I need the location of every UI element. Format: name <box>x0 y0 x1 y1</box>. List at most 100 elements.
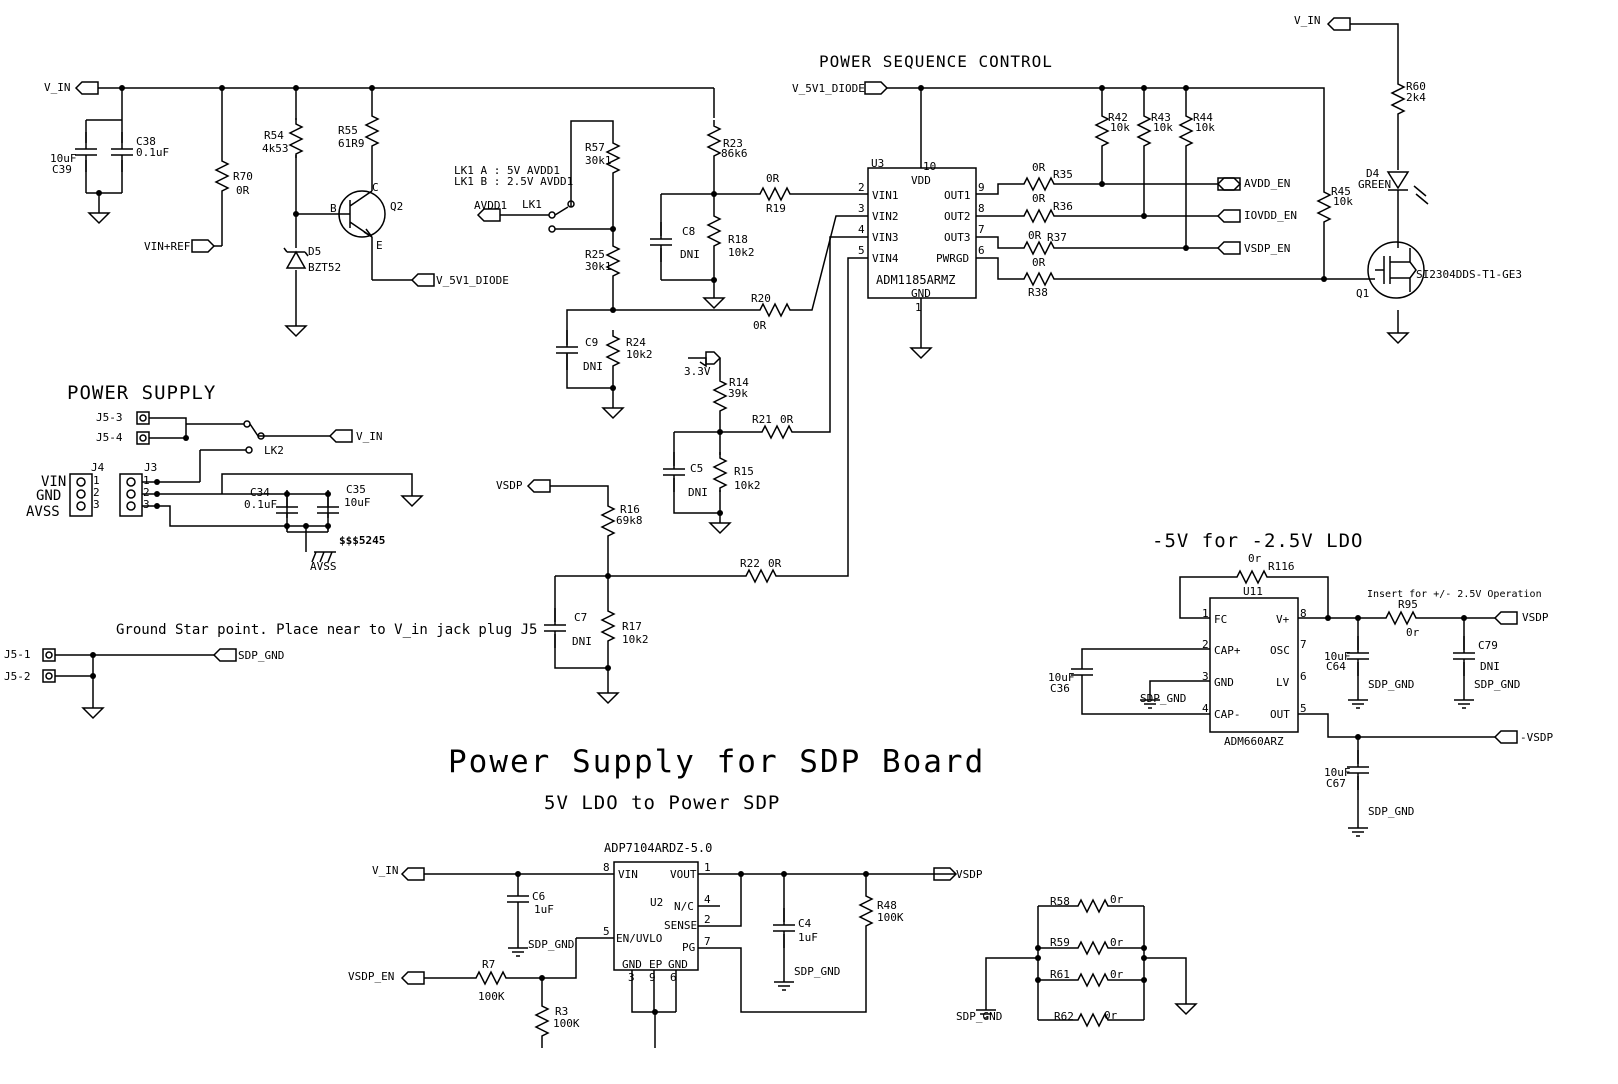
u3-pin-out2: OUT2 <box>944 210 971 223</box>
j5-1-pad <box>42 648 56 662</box>
u2-pin-gnd1: GND <box>622 958 642 971</box>
u11-pin-lv: LV <box>1276 676 1290 689</box>
lk1-note-a: LK1 A : 5V AVDD1 <box>454 164 560 177</box>
r16-symbol <box>601 499 615 541</box>
junction-dot <box>303 523 309 529</box>
q1-ref: Q1 <box>1356 287 1369 300</box>
lk2-pin <box>257 432 265 440</box>
lk1-pin <box>548 225 556 233</box>
ground-icon <box>82 699 104 719</box>
r43-val: 10k <box>1153 121 1173 134</box>
r38-ref: R38 <box>1028 286 1048 299</box>
r38-symbol <box>1017 272 1059 286</box>
u3-num-out2: 8 <box>978 202 985 215</box>
port-label-vin-ref: VIN+REF <box>144 240 190 253</box>
r54-symbol <box>289 117 303 159</box>
c9-val: DNI <box>583 360 603 373</box>
junction-dot <box>325 491 331 497</box>
u3-num-gnd: 1 <box>915 301 922 314</box>
r14-ref: R14 <box>729 376 749 389</box>
j5-3-pad <box>136 411 150 425</box>
note-ground-star: Ground Star point. Place near to V_in ja… <box>116 622 537 638</box>
r25-ref: R25 <box>585 248 605 261</box>
r42-val: 10k <box>1110 121 1130 134</box>
sdp-ground-icon <box>507 937 529 957</box>
r45-symbol <box>1317 185 1331 227</box>
junction-dot <box>1099 85 1105 91</box>
c67-gnd: SDP_GND <box>1368 805 1414 818</box>
r58-val: 0r <box>1110 893 1124 906</box>
port-vsdp-b <box>1494 611 1518 625</box>
sdp-ground-icon <box>1347 817 1369 837</box>
r48-symbol <box>859 889 873 931</box>
junction-dot <box>1099 181 1105 187</box>
q2-body <box>339 190 373 238</box>
j4-p1: 1 <box>93 474 100 487</box>
c5-val: DNI <box>688 486 708 499</box>
u11-ic <box>1209 597 1299 733</box>
port-vsdp-a <box>527 479 551 493</box>
u2-pin-vin: VIN <box>618 868 638 881</box>
r116-ref: R116 <box>1268 560 1295 573</box>
r35-ref: R35 <box>1053 168 1073 181</box>
title-power-supply: POWER SUPPLY <box>67 382 216 404</box>
junction-dot <box>96 190 102 196</box>
c67-ref: C67 <box>1326 777 1346 790</box>
q2-c: C <box>372 181 379 194</box>
c39-symbol <box>74 131 98 173</box>
u11-num-capp: 2 <box>1202 638 1209 651</box>
r70-wire <box>214 88 223 247</box>
port-v-in-top <box>1327 17 1351 31</box>
j4-connector <box>69 473 93 517</box>
port-v-in <box>75 81 99 95</box>
c67-val: 10uF <box>1324 766 1351 779</box>
c8-ref: C8 <box>682 225 695 238</box>
port-v-in-u2 <box>401 867 425 881</box>
junction-dot <box>1035 945 1041 951</box>
junction-dot <box>652 1009 658 1015</box>
c36-symbol <box>1071 666 1093 678</box>
r15-ref: R15 <box>734 465 754 478</box>
junction-dot <box>119 85 125 91</box>
r57-ref: R57 <box>585 141 605 154</box>
pullup-wires <box>1101 88 1187 248</box>
d5-ref: D5 <box>308 245 321 258</box>
c64-ref: C64 <box>1326 660 1346 673</box>
r21-symbol <box>755 425 797 439</box>
r57-val: 30k1 <box>585 154 612 167</box>
port-label-v-in-ps: V_IN <box>356 430 383 443</box>
ground-icon <box>285 317 307 337</box>
c4-ref: C4 <box>798 917 812 930</box>
u11-ref: U11 <box>1243 585 1263 598</box>
u11-num-capm: 4 <box>1202 702 1209 715</box>
u2-pin-en: EN/UVLO <box>616 932 662 945</box>
u2-num-ep: 9 <box>649 971 656 984</box>
avss-label: AVSS <box>310 560 337 573</box>
u11-gnd-label: SDP_GND <box>1140 692 1186 705</box>
r22-val: 0R <box>768 557 782 570</box>
r20-symbol <box>753 303 795 317</box>
c6-symbol <box>507 893 529 905</box>
c36-ref: C36 <box>1050 682 1070 695</box>
r17-symbol <box>601 604 615 646</box>
r18-symbol <box>707 209 721 251</box>
junction-dot <box>219 85 225 91</box>
ground-icon <box>1175 995 1197 1015</box>
u2-num-nc: 4 <box>704 893 711 906</box>
j4-pin <box>76 501 86 511</box>
c35-val: 10uF <box>344 496 371 509</box>
junction-dot <box>1141 945 1147 951</box>
c34-val: 0.1uF <box>244 498 277 511</box>
ground-icon <box>709 514 731 534</box>
u2-num-sense: 2 <box>704 913 711 926</box>
c79-ref: C79 <box>1478 639 1498 652</box>
port-label-avdd-en: AVDD_EN <box>1244 177 1290 190</box>
r3-symbol <box>535 999 549 1041</box>
r25-val: 30k1 <box>585 260 612 273</box>
sdp-ground-icon <box>1347 689 1369 709</box>
label-avss: AVSS <box>26 504 60 520</box>
r19-symbol <box>753 187 795 201</box>
c36-val: 10uF <box>1048 671 1075 684</box>
r17-val: 10k2 <box>622 633 649 646</box>
r61-symbol <box>1071 973 1113 987</box>
